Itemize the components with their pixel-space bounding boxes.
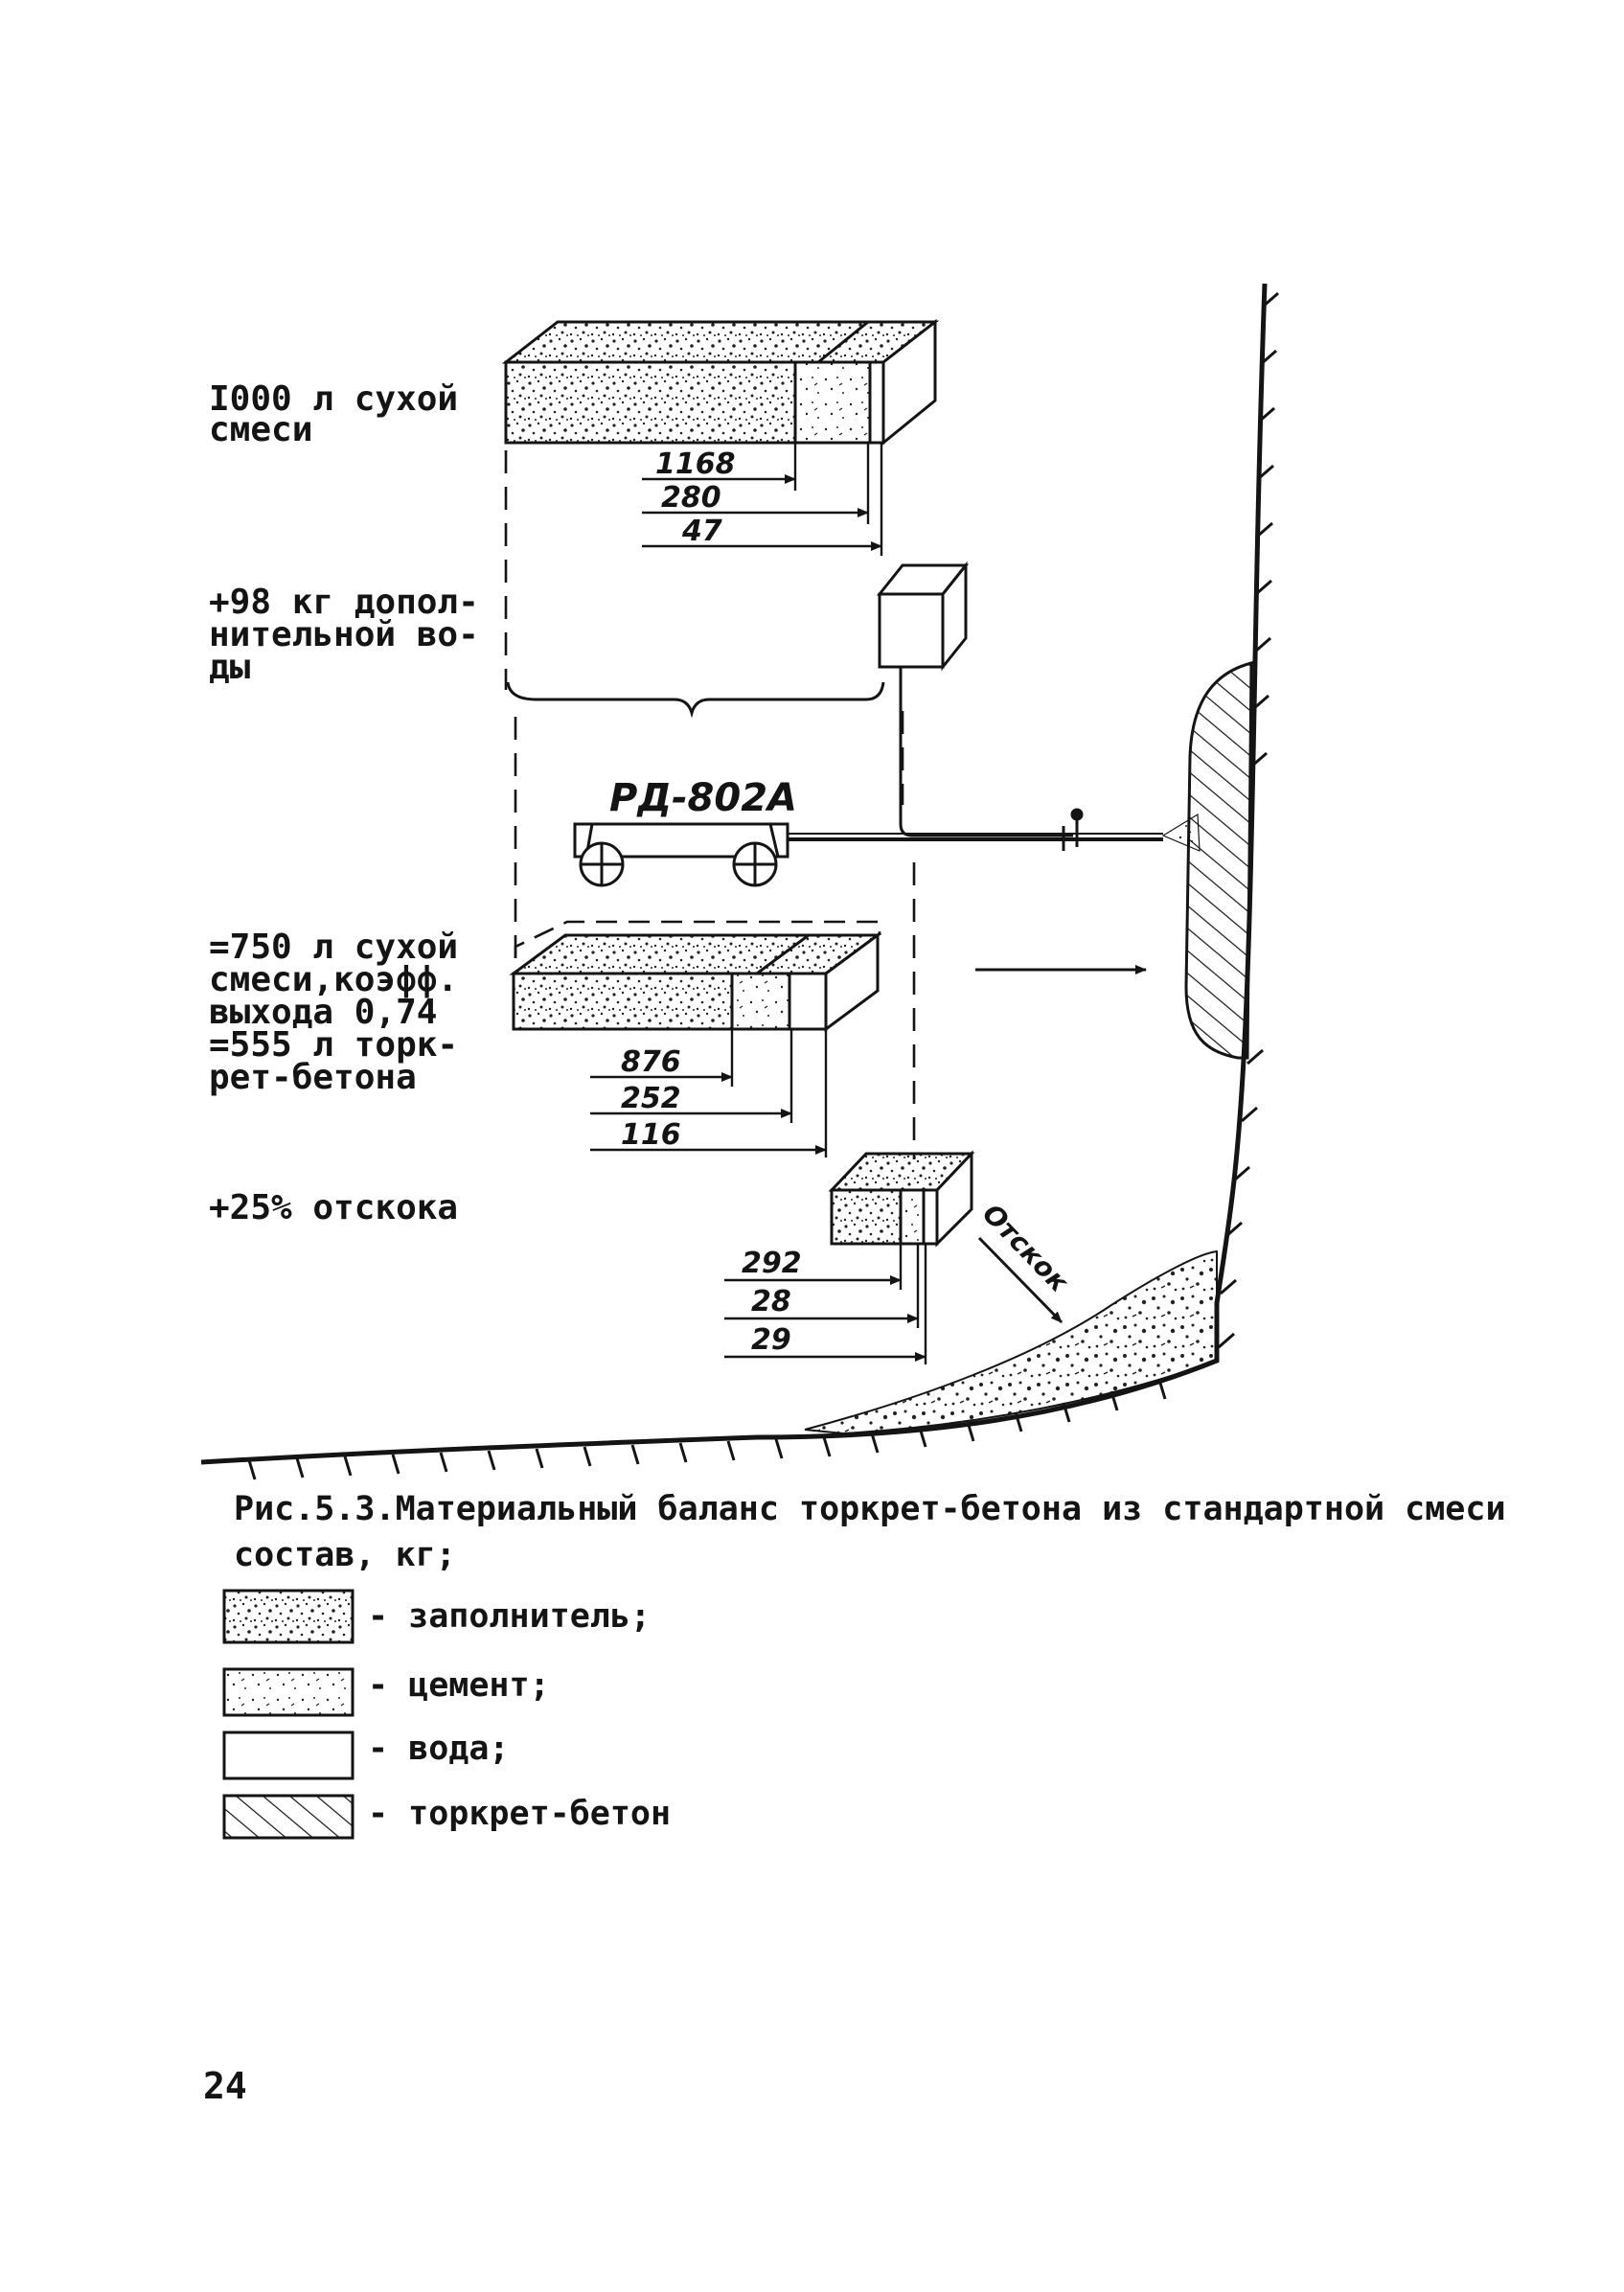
rebound-pile — [804, 1249, 1218, 1435]
shotcrete-layer — [1184, 661, 1253, 1060]
legend-swatch-cement — [222, 1667, 355, 1717]
dim-reb-cement: 28 — [751, 1285, 791, 1318]
water-line — [899, 667, 1073, 837]
dim-dry-water: 47 — [681, 515, 722, 548]
dim-out-water: 116 — [621, 1118, 681, 1152]
added-water-slab — [876, 561, 970, 672]
legend-item-aggregate: - заполнитель; — [222, 1589, 651, 1644]
output-dashed-outline — [514, 920, 881, 958]
added-water-label: +98 кг допол- нительной во- ды — [209, 583, 499, 687]
legend-swatch-aggregate — [222, 1589, 355, 1644]
machine-name: РД-802А — [609, 776, 797, 820]
wall-ground-ticks — [1218, 291, 1279, 1349]
rebound-percent-label: +25% отскока — [209, 1188, 458, 1227]
figure-caption-line1: Рис.5.3.Материальный баланс торкрет-бето… — [234, 1490, 1506, 1528]
dim-out-cement: 252 — [621, 1082, 681, 1115]
material-hose — [788, 833, 1163, 841]
dry-mix-dimensions — [642, 443, 883, 556]
dry-mix-top-face — [501, 320, 940, 364]
dry-mix-cement-face — [793, 360, 872, 445]
dry-mix-box — [501, 318, 940, 447]
machine-rd802a — [573, 822, 789, 887]
dry-mix-label: I000 л сухой смеси — [209, 379, 479, 449]
dry-mix-water-face — [868, 360, 885, 445]
legend-label-cement: - цемент; — [368, 1666, 550, 1705]
output-dimensions — [590, 1029, 828, 1157]
rebound-box — [828, 1150, 975, 1248]
dim-out-aggregate: 876 — [621, 1045, 681, 1079]
legend-swatch-water — [222, 1730, 355, 1780]
legend: - заполнитель; - цемент; - вода; - торкр… — [222, 1589, 671, 1840]
legend-swatch-shotcrete — [222, 1794, 355, 1840]
nozzle-valve — [1062, 808, 1084, 851]
legend-item-shotcrete: - торкрет-бетон — [222, 1794, 671, 1840]
legend-label-aggregate: - заполнитель; — [368, 1597, 651, 1636]
floor-ground-ticks — [247, 1379, 1167, 1480]
rebound-dimensions — [724, 1244, 927, 1364]
output-label: =750 л сухой смеси,коэфф. выхода 0,74 =5… — [209, 928, 479, 1097]
figure-caption-line2: состав, кг; — [234, 1536, 456, 1574]
dim-dry-aggregate: 1168 — [655, 447, 736, 481]
legend-label-water: - вода; — [368, 1730, 510, 1768]
rebound-arrow — [977, 1236, 1064, 1324]
dry-mix-aggregate-face — [504, 360, 797, 445]
legend-label-shotcrete: - торкрет-бетон — [368, 1795, 671, 1833]
output-box — [509, 932, 882, 1032]
legend-item-cement: - цемент; — [222, 1666, 550, 1717]
page-number: 24 — [203, 2065, 247, 2107]
dim-reb-water: 29 — [751, 1323, 791, 1357]
dim-reb-aggregate: 292 — [742, 1247, 802, 1280]
dim-dry-cement: 280 — [661, 481, 721, 515]
legend-item-water: - вода; — [222, 1730, 510, 1780]
summation-brace — [506, 681, 885, 719]
flow-dashes-middle — [514, 711, 916, 1159]
